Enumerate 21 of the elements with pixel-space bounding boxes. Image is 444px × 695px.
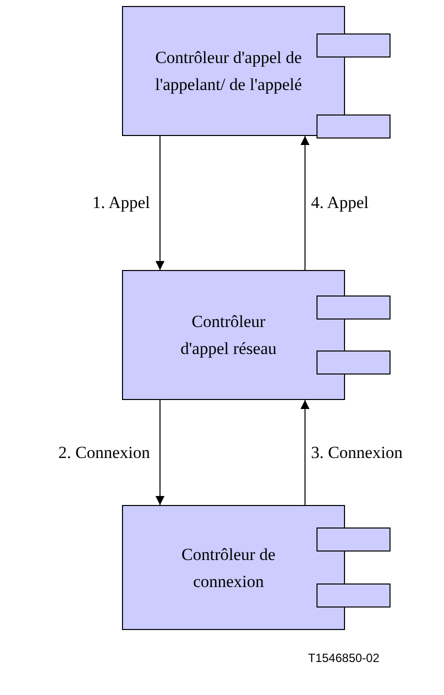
component-name: Contrôleur d'appel réseau	[179, 311, 278, 360]
edge-label: 2. Connexion	[58, 442, 150, 462]
edge-label: 1. Appel	[92, 193, 150, 213]
arrow	[300, 400, 310, 506]
component-tab	[316, 296, 390, 320]
component-box	[122, 505, 345, 630]
arrow	[156, 400, 164, 506]
figure-number: T1546850-02	[308, 651, 380, 665]
component-box	[122, 270, 345, 400]
edge-label: 3. Connexion	[311, 442, 403, 462]
component-box	[122, 6, 345, 136]
edge-label: 4. Appel	[311, 193, 369, 213]
component-tab	[316, 584, 390, 608]
component-name: Contrôleur d'appel de l'appelant/ de l'appelé	[154, 47, 303, 96]
component-tab	[316, 114, 390, 138]
component-tab	[316, 350, 390, 374]
component-tab	[316, 528, 390, 552]
component-tab	[316, 34, 390, 58]
arrow	[156, 136, 164, 270]
component-name: Contrôleur de connexion	[180, 544, 276, 592]
arrow	[300, 136, 310, 270]
